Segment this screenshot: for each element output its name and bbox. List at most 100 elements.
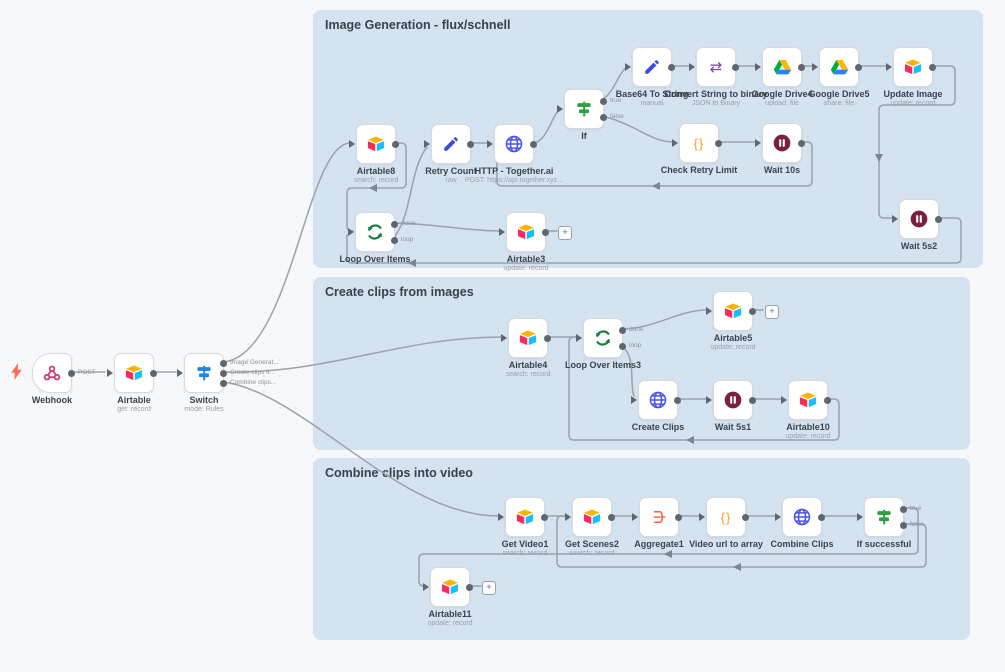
input-port[interactable] (498, 513, 504, 521)
input-port[interactable] (755, 139, 761, 147)
output-port[interactable] (608, 514, 615, 521)
node-combine_clips[interactable]: Combine Clips (770, 497, 834, 549)
output-port[interactable] (600, 98, 607, 105)
output-port[interactable] (542, 229, 549, 236)
output-port[interactable] (391, 237, 398, 244)
input-port[interactable] (348, 228, 354, 236)
output-port[interactable] (732, 64, 739, 71)
output-port[interactable] (900, 522, 907, 529)
input-port[interactable] (625, 63, 631, 71)
output-port[interactable] (935, 216, 942, 223)
input-port[interactable] (557, 105, 563, 113)
output-port[interactable] (467, 141, 474, 148)
output-port[interactable] (391, 221, 398, 228)
output-port[interactable] (530, 141, 537, 148)
input-port[interactable] (857, 513, 863, 521)
node-aggregate1[interactable]: Aggregate1 (632, 497, 684, 549)
add-node-button[interactable]: + (482, 581, 496, 595)
output-port[interactable] (798, 64, 805, 71)
input-port[interactable] (689, 63, 695, 71)
input-port[interactable] (755, 63, 761, 71)
input-port[interactable] (576, 334, 582, 342)
group-create-clips[interactable]: Create clips from images (313, 277, 970, 450)
output-port[interactable] (392, 141, 399, 148)
output-port[interactable] (798, 140, 805, 147)
input-port[interactable] (672, 139, 678, 147)
input-port[interactable] (107, 369, 113, 377)
output-port[interactable] (619, 327, 626, 334)
group-combine-clips[interactable]: Combine clips into video (313, 458, 970, 640)
input-port[interactable] (781, 396, 787, 404)
output-port[interactable] (600, 114, 607, 121)
output-port[interactable] (619, 343, 626, 350)
output-port[interactable] (900, 506, 907, 513)
node-check_retry[interactable]: {}Check Retry Limit (661, 123, 737, 175)
output-port[interactable] (818, 514, 825, 521)
output-port[interactable] (220, 370, 227, 377)
output-port[interactable] (855, 64, 862, 71)
output-port[interactable] (742, 514, 749, 521)
add-node-button[interactable]: + (558, 226, 572, 240)
input-port[interactable] (699, 513, 705, 521)
input-port[interactable] (423, 583, 429, 591)
node-create_clips[interactable]: Create Clips (631, 380, 684, 432)
node-wait5s1[interactable]: Wait 5s1 (706, 380, 756, 432)
node-wait5s2[interactable]: Wait 5s2 (892, 199, 942, 251)
output-port[interactable] (220, 380, 227, 387)
input-port[interactable] (565, 513, 571, 521)
input-port[interactable] (424, 140, 430, 148)
output-port[interactable] (668, 64, 675, 71)
output-port[interactable] (824, 397, 831, 404)
output-port[interactable] (674, 397, 681, 404)
node-wait10s[interactable]: Wait 10s (755, 123, 805, 175)
output-port[interactable] (220, 360, 227, 367)
input-port[interactable] (886, 63, 892, 71)
add-node-button[interactable]: + (765, 305, 779, 319)
input-port[interactable] (812, 63, 818, 71)
input-port[interactable] (499, 228, 505, 236)
output-port[interactable] (544, 335, 551, 342)
input-port[interactable] (706, 307, 712, 315)
output-port[interactable] (749, 308, 756, 315)
output-port[interactable] (150, 370, 157, 377)
input-port[interactable] (775, 513, 781, 521)
output-port[interactable] (466, 584, 473, 591)
input-port[interactable] (706, 396, 712, 404)
output-port[interactable] (749, 397, 756, 404)
output-port[interactable] (715, 140, 722, 147)
input-port[interactable] (349, 140, 355, 148)
node-video_url[interactable]: {}Video url to array (689, 497, 763, 549)
output-port[interactable] (541, 514, 548, 521)
input-port[interactable] (632, 513, 638, 521)
input-port[interactable] (892, 215, 898, 223)
output-port[interactable] (675, 514, 682, 521)
input-port[interactable] (501, 334, 507, 342)
input-port[interactable] (631, 396, 637, 404)
input-port[interactable] (487, 140, 493, 148)
output-port[interactable] (68, 370, 75, 377)
input-port[interactable] (177, 369, 183, 377)
output-port[interactable] (929, 64, 936, 71)
